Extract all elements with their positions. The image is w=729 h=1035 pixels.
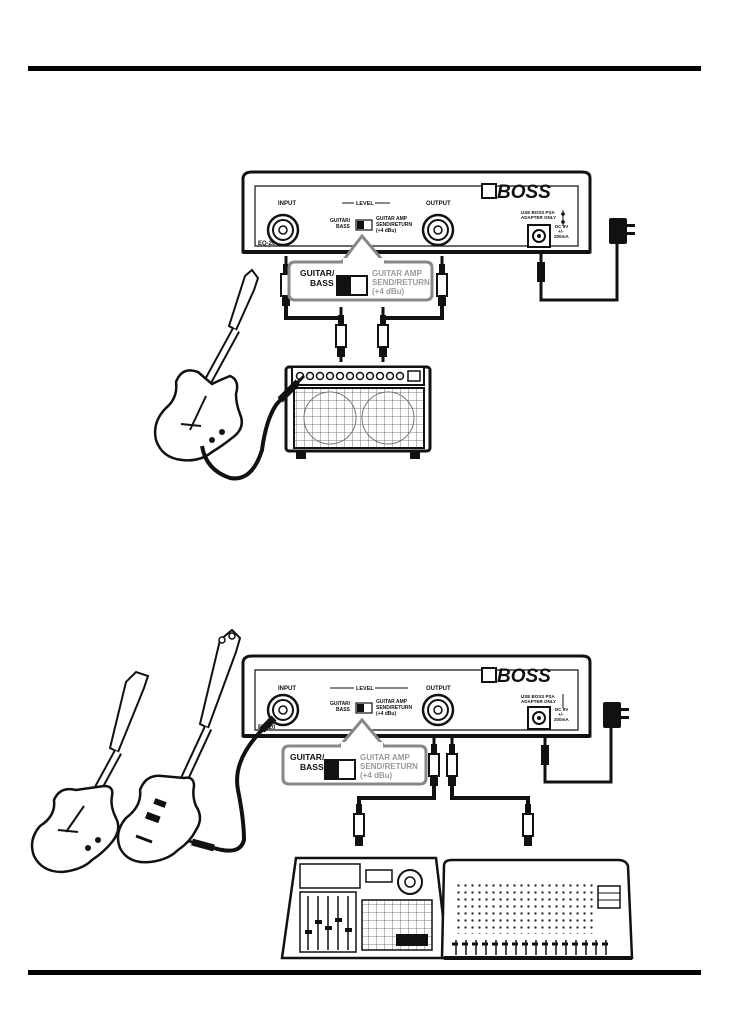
- switch-right-line2: SEND/RETURN: [376, 222, 413, 228]
- switch-right-line3: (+4 dBu): [376, 228, 396, 234]
- switch-right-2-line2: SEND/RETURN: [376, 705, 413, 711]
- output-label-2: OUTPUT: [426, 686, 451, 692]
- adapter-note-line1: USE BOSS PSA: [521, 210, 556, 215]
- switch-right-line1: GUITAR AMP: [376, 216, 408, 222]
- pedal-unit-2: INPUT OUTPUT LEVEL GUITAR/BASS GUITAR AM…: [241, 654, 592, 738]
- boss-logo-box: [481, 183, 497, 199]
- output-label: OUTPUT: [426, 201, 451, 207]
- switch-left-2-line2: BASS: [336, 707, 351, 713]
- callout-left-label-2: GUITAR/BASS: [290, 752, 325, 772]
- dc-spec-line2: +/-: [558, 229, 564, 234]
- switch-left-label: GUITAR/BASS: [330, 218, 351, 230]
- level-label: LEVEL: [356, 201, 374, 207]
- electric-guitar: [153, 268, 306, 481]
- top-rule: [28, 66, 701, 71]
- callout-left-line2: BASS: [310, 278, 334, 288]
- ac-adapter: [537, 218, 635, 302]
- output-jack: [421, 213, 455, 247]
- callout-left-2-line2: BASS: [300, 762, 324, 772]
- dc-spec-2: DC 9V+/-200mA: [554, 707, 570, 722]
- diagram-recorder-mixer: INPUT OUTPUT LEVEL GUITAR/BASS GUITAR AM…: [30, 628, 634, 960]
- boss-logo: BOSS: [497, 182, 551, 203]
- dc-spec-2-line2: +/-: [558, 712, 564, 717]
- adapter-note-2-line1: USE BOSS PSA: [521, 694, 556, 699]
- output-cables: [353, 735, 534, 847]
- bass-guitar: [116, 628, 242, 864]
- level-label-2: LEVEL: [356, 686, 374, 692]
- input-label: INPUT: [278, 201, 296, 207]
- switch-left-label-2: GUITAR/BASS: [330, 701, 351, 713]
- pedal-cables: [280, 255, 448, 362]
- pedal-unit: INPUT OUTPUT LEVEL GUITAR/BASS GUITAR AM…: [241, 170, 592, 254]
- dc-spec-2-line1: DC 9V: [555, 707, 568, 712]
- callout-left-2-line1: GUITAR/: [290, 752, 325, 762]
- adapter-note-line2: ADAPTER ONLY: [521, 215, 556, 220]
- guitar-amplifier: [284, 365, 432, 459]
- switch-right-2-line3: (+4 dBu): [376, 711, 396, 717]
- callout-left-label: GUITAR/BASS: [300, 268, 335, 288]
- dc-spec-line3: 200mA: [554, 234, 570, 239]
- callout-right-2-line1: GUITAR AMP: [360, 753, 410, 762]
- digital-recorder: [280, 856, 450, 960]
- adapter-note-2-line2: ADAPTER ONLY: [521, 699, 556, 704]
- ac-adapter-2: [541, 702, 629, 784]
- dc-spec-line1: DC 9V: [555, 224, 568, 229]
- bottom-rule: [28, 970, 701, 975]
- boss-logo-2: BOSS: [497, 666, 551, 687]
- switch-left-2-line1: GUITAR/: [330, 701, 351, 707]
- mixer: [440, 858, 634, 960]
- callout-left-line1: GUITAR/: [300, 268, 335, 278]
- diagram-guitar-amp: INPUT OUTPUT LEVEL GUITAR/BASS GUITAR AM…: [153, 170, 635, 481]
- switch-left-line2: BASS: [336, 224, 351, 230]
- switch-right-2-line1: GUITAR AMP: [376, 699, 408, 705]
- callout-right-2-line3: (+4 dBu): [360, 771, 393, 780]
- switch-left-line1: GUITAR/: [330, 218, 351, 224]
- callout-right-2-line2: SEND/RETURN: [360, 762, 418, 771]
- dc-spec-2-line3: 200mA: [554, 717, 570, 722]
- input-label-2: INPUT: [278, 686, 296, 692]
- model-label: EQ-20: [258, 241, 276, 247]
- callout-right-line2: SEND/RETURN: [372, 278, 430, 287]
- callout-right-line1: GUITAR AMP: [372, 269, 422, 278]
- electric-guitar-2: [30, 670, 150, 874]
- dc-spec: DC 9V+/-200mA: [554, 224, 570, 239]
- callout-right-line3: (+4 dBu): [372, 287, 405, 296]
